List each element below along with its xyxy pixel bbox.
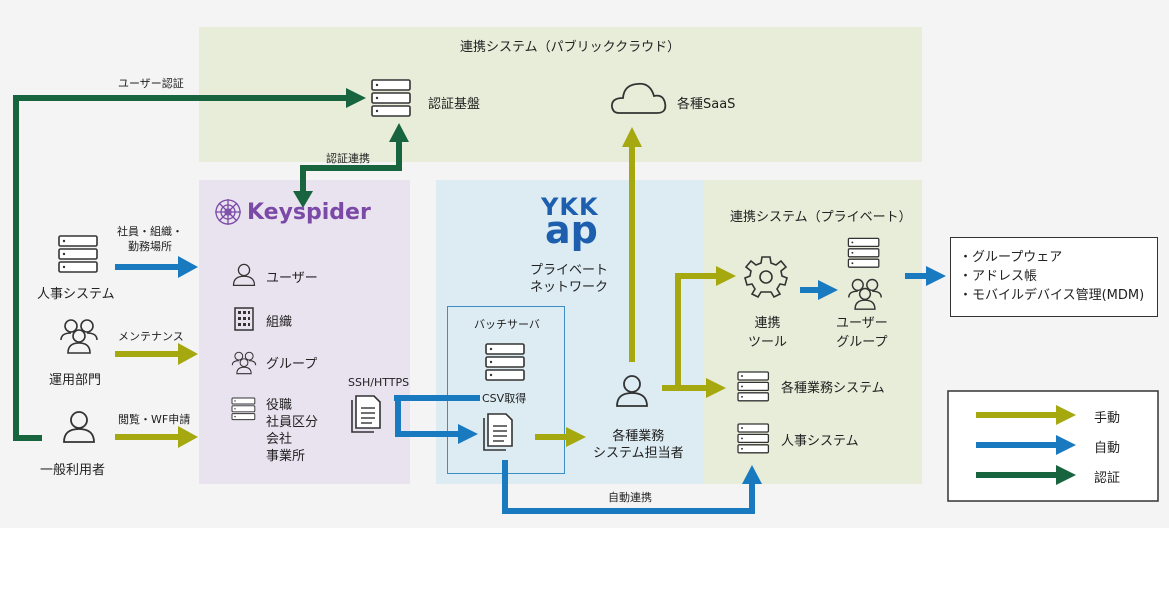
server-icon <box>58 235 98 273</box>
ykk-network-label: プライベート ネットワーク <box>530 263 609 295</box>
public-cloud-title: 連携システム（パブリッククラウド） <box>460 40 681 55</box>
arrow-auto-link <box>502 460 755 514</box>
hr-data-label: 社員・組織・ 勤務場所 <box>117 225 183 253</box>
auth-base-label: 認証基盤 <box>428 97 481 112</box>
server-icon <box>737 423 770 454</box>
arrow-user-auth <box>13 95 348 441</box>
keyspider-web-icon <box>215 199 241 225</box>
building-icon <box>234 307 254 331</box>
people-icon <box>231 351 257 375</box>
auto-link-label: 自動連携 <box>608 491 652 504</box>
private-system-title: 連携システム（プライベート） <box>730 210 912 225</box>
maintenance-label: メンテナンス <box>118 330 184 343</box>
keyspider-item-attrs: 役職 社員区分 会社 事業所 <box>266 398 319 464</box>
server-icon <box>231 397 256 421</box>
saas-label: 各種SaaS <box>677 97 736 112</box>
gear-icon <box>744 256 788 299</box>
arrow-auth-link <box>300 140 402 193</box>
view-apply-label: 閲覧・WF申請 <box>118 413 191 426</box>
server-icon <box>371 79 411 117</box>
keyspider-item-user: ユーザー <box>266 271 318 286</box>
keyspider-zone <box>199 180 410 484</box>
output-item: ・モバイルデバイス管理(MDM) <box>959 288 1145 303</box>
private-system-zone <box>704 180 922 484</box>
arrow-ssh-to-batch <box>394 395 460 437</box>
left-ops-dept: 運用部門 <box>49 373 102 388</box>
business-systems-label: 各種業務システム <box>781 381 885 396</box>
public-cloud-zone <box>199 27 922 162</box>
people-icon <box>60 319 98 354</box>
output-item: ・アドレス帳 <box>959 269 1038 284</box>
people-icon <box>848 278 882 310</box>
output-systems-box: ・グループウェア ・アドレス帳 ・モバイルデバイス管理(MDM) <box>950 237 1158 317</box>
document-icon <box>351 395 381 433</box>
keyspider-logo: Keyspider <box>247 200 371 225</box>
cloud-icon <box>611 82 667 114</box>
staff-label: 各種業務 システム担当者 <box>593 429 684 461</box>
keyspider-item-group: グループ <box>266 357 318 372</box>
legend-auth: 認証 <box>1094 471 1121 486</box>
ssh-label: SSH/HTTPS <box>348 376 410 389</box>
server-icon <box>847 237 880 268</box>
person-icon <box>63 411 95 443</box>
auth-link-label: 認証連携 <box>326 152 370 165</box>
tool-label: 連携 ツール <box>748 316 788 350</box>
person-icon <box>232 263 256 287</box>
server-icon <box>737 371 770 402</box>
person-icon <box>616 375 648 407</box>
left-hr-system: 人事システム <box>37 287 115 302</box>
ykk-logo-top: YKK <box>541 193 599 221</box>
batch-title: バッチサーバ <box>474 318 540 331</box>
server-icon <box>485 343 525 381</box>
ykk-logo-bottom: ap <box>545 208 598 252</box>
legend-manual: 手動 <box>1094 411 1121 426</box>
keyspider-item-org: 組織 <box>266 315 293 330</box>
legend-auto: 自動 <box>1094 441 1121 456</box>
user-group-label: ユーザー グループ <box>836 316 888 350</box>
document-icon <box>483 413 513 451</box>
csv-fetch-label: CSV取得 <box>482 390 527 406</box>
user-auth-label: ユーザー認証 <box>118 77 184 90</box>
private-hr-label: 人事システム <box>781 434 859 449</box>
arrow-staff-to-tool <box>675 273 718 388</box>
output-item: ・グループウェア <box>959 250 1063 265</box>
left-general-user: 一般利用者 <box>40 463 106 478</box>
